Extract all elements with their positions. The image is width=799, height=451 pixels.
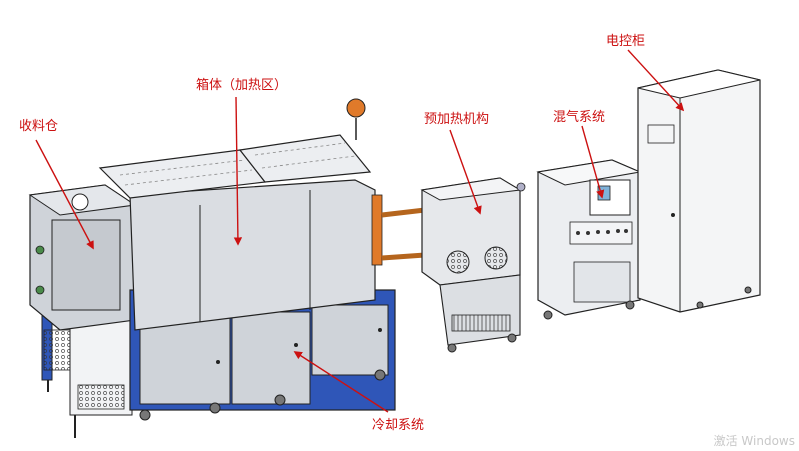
arrow-preheat bbox=[449, 129, 482, 215]
arrow-control-cabinet bbox=[627, 49, 685, 112]
arrow-gas-mixing bbox=[581, 125, 605, 199]
activation-watermark: 激活 Windows bbox=[713, 434, 795, 448]
control-cabinet-unit bbox=[637, 69, 761, 313]
furnace-unit bbox=[98, 98, 426, 421]
preheat-unit bbox=[420, 177, 526, 353]
label-control-cabinet: 电控柜 bbox=[606, 34, 646, 49]
annotation-arrows bbox=[35, 49, 685, 413]
arrow-furnace bbox=[233, 96, 243, 246]
arrow-cooling bbox=[293, 351, 389, 413]
label-cooling: 冷却系统 bbox=[372, 418, 425, 433]
arrow-collector bbox=[35, 139, 94, 250]
label-preheat: 预加热机构 bbox=[424, 112, 490, 127]
label-collector: 收料仓 bbox=[19, 119, 59, 134]
collector-unit bbox=[28, 184, 137, 438]
label-furnace: 箱体（加热区） bbox=[196, 78, 288, 93]
gas-mixing-unit bbox=[536, 159, 642, 320]
label-gas-mixing: 混气系统 bbox=[553, 110, 606, 125]
